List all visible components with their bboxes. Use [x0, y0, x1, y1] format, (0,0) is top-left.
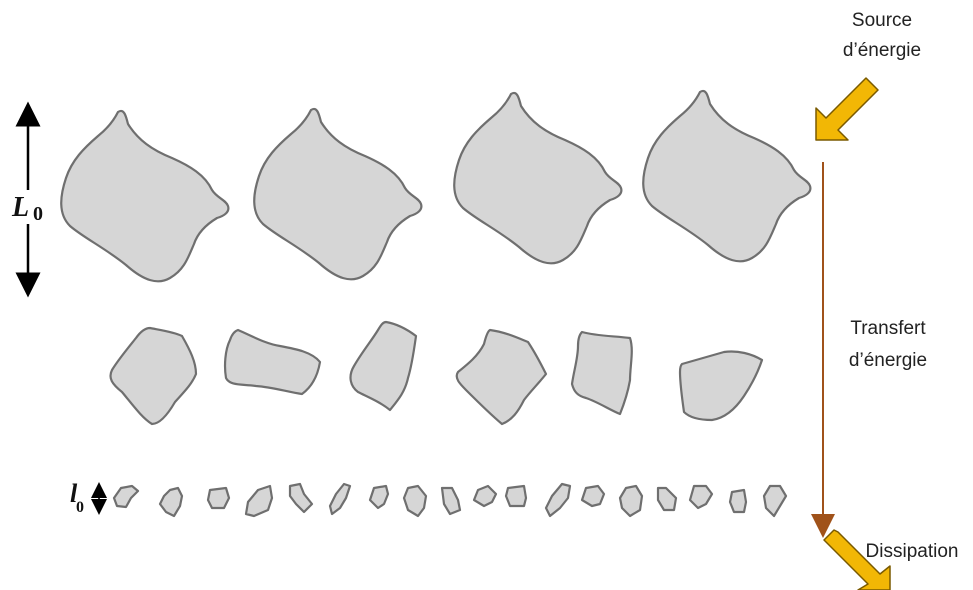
large-eddy [454, 93, 621, 263]
transfer-label-line1: Transfert [850, 318, 926, 339]
small-eddy [474, 486, 496, 506]
large-scale-indicator: L 0 [11, 114, 43, 285]
small-eddy [506, 486, 526, 506]
small-eddies-row [114, 484, 786, 516]
small-scale-subscript: 0 [76, 499, 84, 516]
small-eddy [658, 488, 676, 510]
medium-eddies-row [110, 322, 762, 424]
source-label-line1: Source [852, 10, 912, 31]
source-label-line2: d’énergie [843, 40, 921, 61]
large-eddies-row [61, 91, 810, 281]
small-eddy [730, 490, 746, 512]
small-eddy [404, 486, 426, 516]
medium-eddy [351, 322, 416, 410]
small-eddy [208, 488, 229, 508]
medium-eddy [680, 351, 762, 420]
large-eddy [254, 109, 421, 279]
large-scale-subscript: 0 [33, 203, 43, 225]
medium-eddy [457, 330, 546, 424]
small-eddy [114, 486, 138, 507]
transfer-label-line2: d’énergie [849, 350, 927, 371]
small-eddy [582, 486, 604, 506]
small-eddy [246, 486, 272, 516]
medium-eddy [110, 328, 196, 424]
dissipation-label: Dissipation [866, 541, 959, 562]
small-eddy [290, 484, 312, 512]
small-scale-indicator: l 0 [70, 479, 99, 516]
large-eddy [643, 91, 810, 261]
small-eddy [370, 486, 388, 508]
medium-eddy [572, 332, 632, 414]
small-eddy [764, 486, 786, 516]
small-eddy [690, 486, 712, 508]
medium-eddy [225, 330, 320, 394]
small-eddy [160, 488, 182, 516]
energy-source-arrow [816, 78, 878, 140]
small-eddy [330, 484, 350, 514]
large-scale-symbol: L [11, 192, 29, 223]
small-eddy [620, 486, 642, 516]
large-eddy [61, 111, 228, 281]
small-eddy [546, 484, 570, 516]
small-eddy [442, 488, 460, 514]
